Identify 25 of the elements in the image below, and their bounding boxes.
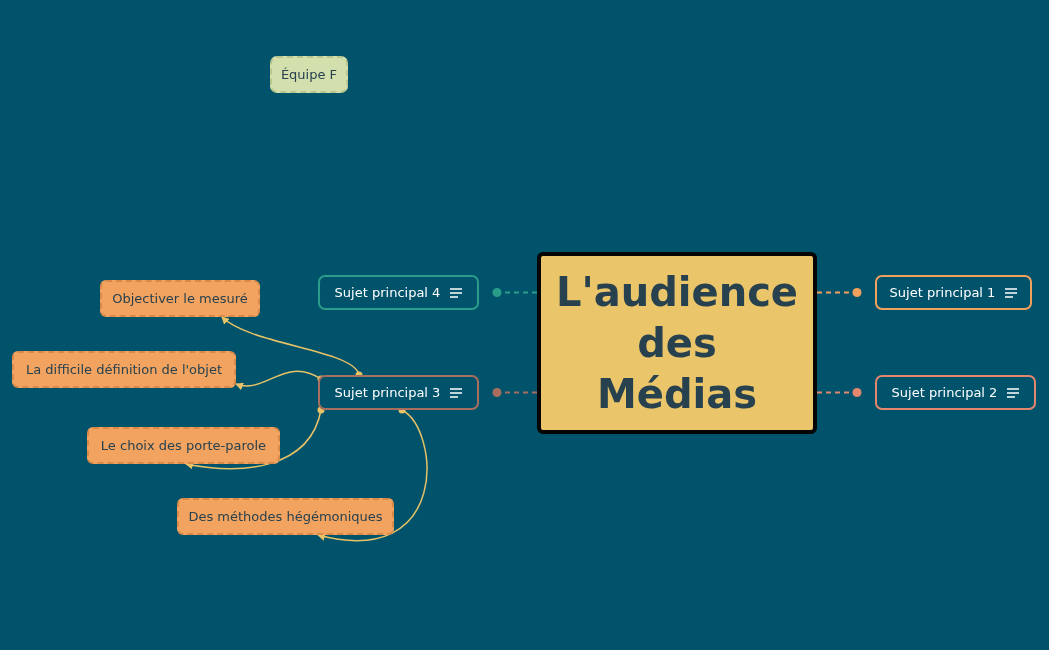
node-label: Équipe F <box>280 67 338 82</box>
node-label: Le choix des porte-parole <box>100 438 267 453</box>
dashed-connector <box>492 288 538 297</box>
node-label: L'audience des Médias <box>555 267 799 419</box>
node-label: La difficile définition de l'objet <box>25 362 223 377</box>
node-label: Des méthodes hégémoniques <box>188 509 383 524</box>
topic-box <box>318 375 479 410</box>
subtopic-box <box>100 280 260 317</box>
topic-box <box>875 375 1036 410</box>
subtopic-box <box>87 427 280 464</box>
subtopic-box <box>177 498 394 535</box>
dashed-connector <box>492 388 538 397</box>
dashed-connector <box>816 288 862 297</box>
node-label: Sujet principal 4 <box>334 285 441 300</box>
subtopic-box <box>12 351 236 388</box>
node-label: Sujet principal 3 <box>334 385 441 400</box>
node-label: Sujet principal 1 <box>889 285 996 300</box>
central-topic-box <box>537 252 817 434</box>
curved-arrow <box>185 406 325 470</box>
topic-box <box>875 275 1032 310</box>
topic-box <box>318 275 479 310</box>
team-tag <box>270 56 348 93</box>
dashed-connector <box>816 388 862 397</box>
node-label: Objectiver le mesuré <box>112 291 248 306</box>
node-label: Sujet principal 2 <box>891 385 998 400</box>
